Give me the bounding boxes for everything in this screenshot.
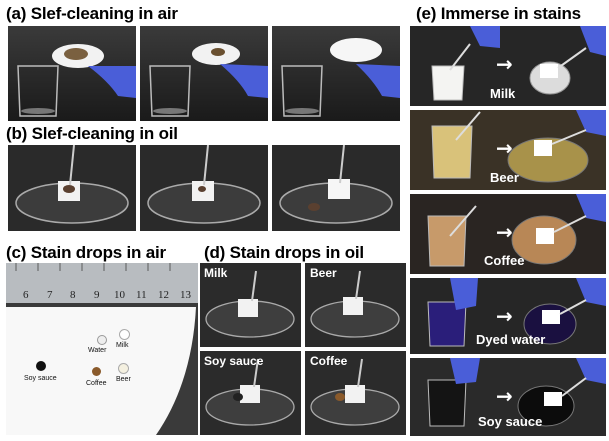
- drop-label-milk: Milk: [116, 342, 129, 349]
- drop-beer: [118, 363, 129, 374]
- ruler-number: 6: [23, 289, 29, 301]
- ruler: [6, 263, 198, 303]
- beaker-soy-sauce: [427, 379, 467, 427]
- panel-e-svg: [410, 26, 606, 436]
- panel-d-label-milk: Milk: [204, 266, 228, 280]
- arrow-right-icon: →: [496, 220, 513, 244]
- panel-a-svg: [8, 26, 400, 121]
- beaker-dyed-water: [427, 301, 467, 347]
- glove-a1: [88, 66, 136, 98]
- ruler-number: 8: [70, 289, 76, 301]
- ruler-number: 12: [158, 289, 169, 301]
- drop-coffee: [92, 367, 101, 376]
- panel-d-label-beer: Beer: [310, 266, 337, 280]
- ruler-number: 10: [114, 289, 125, 301]
- panel-d-label-coffee: Coffee: [310, 354, 348, 368]
- beaker-a1: [17, 65, 59, 117]
- drop-label-beer: Beer: [116, 376, 131, 383]
- panel-d-svg: [200, 263, 406, 435]
- panel-e-label-coffee: Coffee: [484, 253, 525, 268]
- panel-e-label-beer: Beer: [490, 170, 519, 185]
- arrow-right-icon: →: [496, 52, 513, 76]
- panel-e-label-dyed-water: Dyed water: [476, 332, 546, 347]
- drop-label-coffee: Coffee: [86, 380, 107, 387]
- drop-label-water: Water: [88, 347, 107, 354]
- ruler-number: 11: [136, 289, 147, 301]
- panel-c-svg: [6, 263, 198, 435]
- panel-b-title: (b) Slef-cleaning in oil: [6, 124, 178, 143]
- drop-label-soy-sauce: Soy sauce: [24, 375, 57, 382]
- panel-d-title: (d) Stain drops in oil: [204, 243, 364, 262]
- ruler-number: 7: [47, 289, 53, 301]
- beaker-beer: [431, 125, 473, 179]
- beaker-milk: [431, 65, 465, 101]
- panel-b-svg: [8, 145, 400, 231]
- drop-soy-sauce: [36, 361, 46, 371]
- arrow-right-icon: →: [496, 304, 513, 328]
- panel-e-title: (e) Immerse in stains: [416, 4, 581, 23]
- white-substrate: [6, 307, 196, 435]
- drop-water: [97, 335, 107, 345]
- panel-b-photos: [8, 145, 400, 231]
- arrow-right-icon: →: [496, 136, 513, 160]
- panel-e-label-milk: Milk: [490, 86, 516, 101]
- panel-c-photo: 6 7 8 9 10 11 12 13 Water Milk Soy sauce…: [6, 263, 198, 435]
- panel-a-title: (a) Slef-cleaning in air: [6, 4, 178, 23]
- panel-d-label-soy-sauce: Soy sauce: [204, 354, 264, 368]
- panel-c-title: (c) Stain drops in air: [6, 243, 166, 262]
- sample-a3: [330, 38, 382, 62]
- arrow-right-icon: →: [496, 384, 513, 408]
- drop-milk: [119, 329, 130, 340]
- panel-e-label-soy-sauce: Soy sauce: [478, 414, 543, 429]
- panel-e-photos: → → → → → Milk Beer Coffee Dyed water So…: [410, 26, 606, 436]
- ruler-number: 13: [180, 289, 191, 301]
- ruler-number: 9: [94, 289, 100, 301]
- panel-a-photos: [8, 26, 400, 121]
- panel-d-photos: Milk Beer Soy sauce Coffee: [200, 263, 406, 435]
